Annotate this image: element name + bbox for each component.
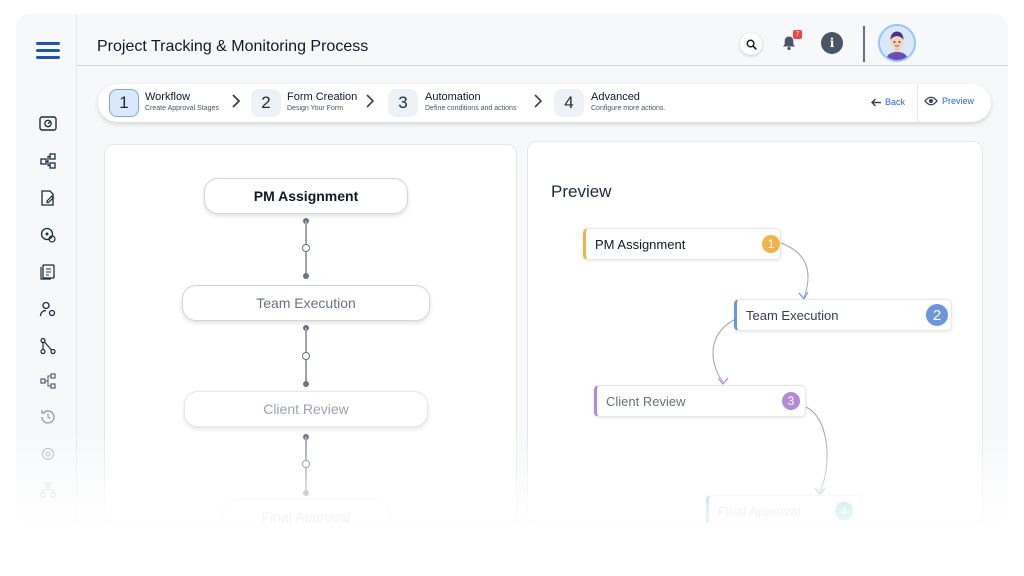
workflow-node[interactable]: Client Review — [184, 391, 428, 427]
page-title: Project Tracking & Monitoring Process — [97, 38, 369, 55]
dashboard-icon[interactable] — [38, 114, 58, 134]
avatar[interactable] — [878, 24, 916, 62]
bell-icon[interactable] — [778, 32, 800, 54]
step-4-number[interactable]: 4 — [554, 89, 584, 117]
connector-dot — [303, 490, 309, 496]
workflow-canvas: PM Assignment Team Execution Client Revi… — [104, 144, 517, 524]
step-2-subtitle: Design Your Form — [287, 105, 344, 112]
preview-node-number: 3 — [782, 392, 800, 410]
flow-arrows — [712, 241, 828, 495]
preview-node[interactable]: PM Assignment 1 — [583, 228, 781, 260]
form-edit-icon[interactable] — [38, 188, 58, 208]
automation-icon[interactable] — [38, 225, 58, 245]
hierarchy-icon[interactable] — [38, 336, 58, 356]
workflow-node[interactable]: Team Execution — [182, 285, 430, 321]
step-2-number[interactable]: 2 — [251, 89, 281, 117]
step-3-number[interactable]: 3 — [388, 89, 418, 117]
add-step-icon[interactable] — [302, 352, 310, 360]
settings-icon[interactable] — [38, 444, 58, 464]
step-3-subtitle: Define conditions and actions — [425, 105, 517, 112]
preview-node-label: Team Execution — [746, 307, 839, 323]
preview-node-number: 4 — [835, 502, 853, 520]
preview-panel: Preview PM Assignment 1 Team Execution 2… — [527, 141, 983, 524]
back-label: Back — [885, 97, 906, 107]
step-2-title[interactable]: Form Creation — [287, 91, 358, 103]
menu-icon[interactable] — [36, 42, 60, 60]
add-step-icon[interactable] — [302, 244, 310, 252]
preview-label: Preview — [942, 96, 975, 106]
add-step-icon[interactable] — [302, 460, 310, 468]
history-icon[interactable] — [38, 407, 58, 427]
sidebar — [16, 14, 77, 524]
user-settings-icon[interactable] — [38, 299, 58, 319]
preview-button[interactable]: Preview — [924, 96, 974, 106]
chevron-right-icon — [231, 94, 241, 111]
top-bar: Project Tracking & Monitoring Process 7 … — [77, 14, 1008, 66]
workflow-node[interactable]: PM Assignment — [204, 178, 408, 214]
step-4-subtitle: Configure more actions. — [591, 105, 666, 112]
toolbar-divider — [863, 26, 865, 62]
info-icon[interactable]: i — [821, 32, 843, 54]
preview-node-number: 2 — [926, 304, 948, 326]
connector-dot — [303, 381, 309, 387]
preview-node[interactable]: Client Review 3 — [594, 385, 806, 417]
stepper-divider — [917, 84, 918, 122]
arrow-left-icon — [871, 98, 881, 106]
search-icon[interactable] — [740, 33, 762, 55]
org-chart-icon[interactable] — [38, 480, 58, 500]
app-window: Project Tracking & Monitoring Process 7 … — [16, 14, 1008, 524]
chevron-right-icon — [533, 94, 543, 111]
preview-node-label: Client Review — [606, 393, 686, 409]
step-1-number[interactable]: 1 — [109, 89, 139, 117]
step-3-title[interactable]: Automation — [425, 91, 481, 103]
step-1-title[interactable]: Workflow — [145, 91, 191, 103]
preview-node-label: Final Approval — [718, 503, 801, 519]
documents-icon[interactable] — [38, 262, 58, 282]
workflow-node[interactable]: Final Approval — [223, 499, 389, 523]
eye-icon — [924, 96, 938, 106]
preview-node[interactable]: Final Approval 4 — [706, 495, 862, 523]
preview-title: Preview — [551, 182, 612, 201]
preview-node[interactable]: Team Execution 2 — [734, 299, 952, 331]
chevron-right-icon — [365, 94, 375, 111]
preview-node-label: PM Assignment — [595, 236, 686, 252]
workflow-icon[interactable] — [38, 151, 58, 171]
step-1-subtitle: Create Approval Stages — [145, 105, 219, 112]
process-icon[interactable] — [38, 371, 58, 391]
back-button[interactable]: Back — [871, 97, 905, 107]
stepper: 1 Workflow Create Approval Stages 2 Form… — [98, 84, 991, 122]
connector-dot — [303, 273, 309, 279]
notification-badge: 7 — [793, 30, 802, 39]
preview-node-number: 1 — [762, 235, 780, 253]
step-4-title[interactable]: Advanced — [591, 91, 640, 103]
